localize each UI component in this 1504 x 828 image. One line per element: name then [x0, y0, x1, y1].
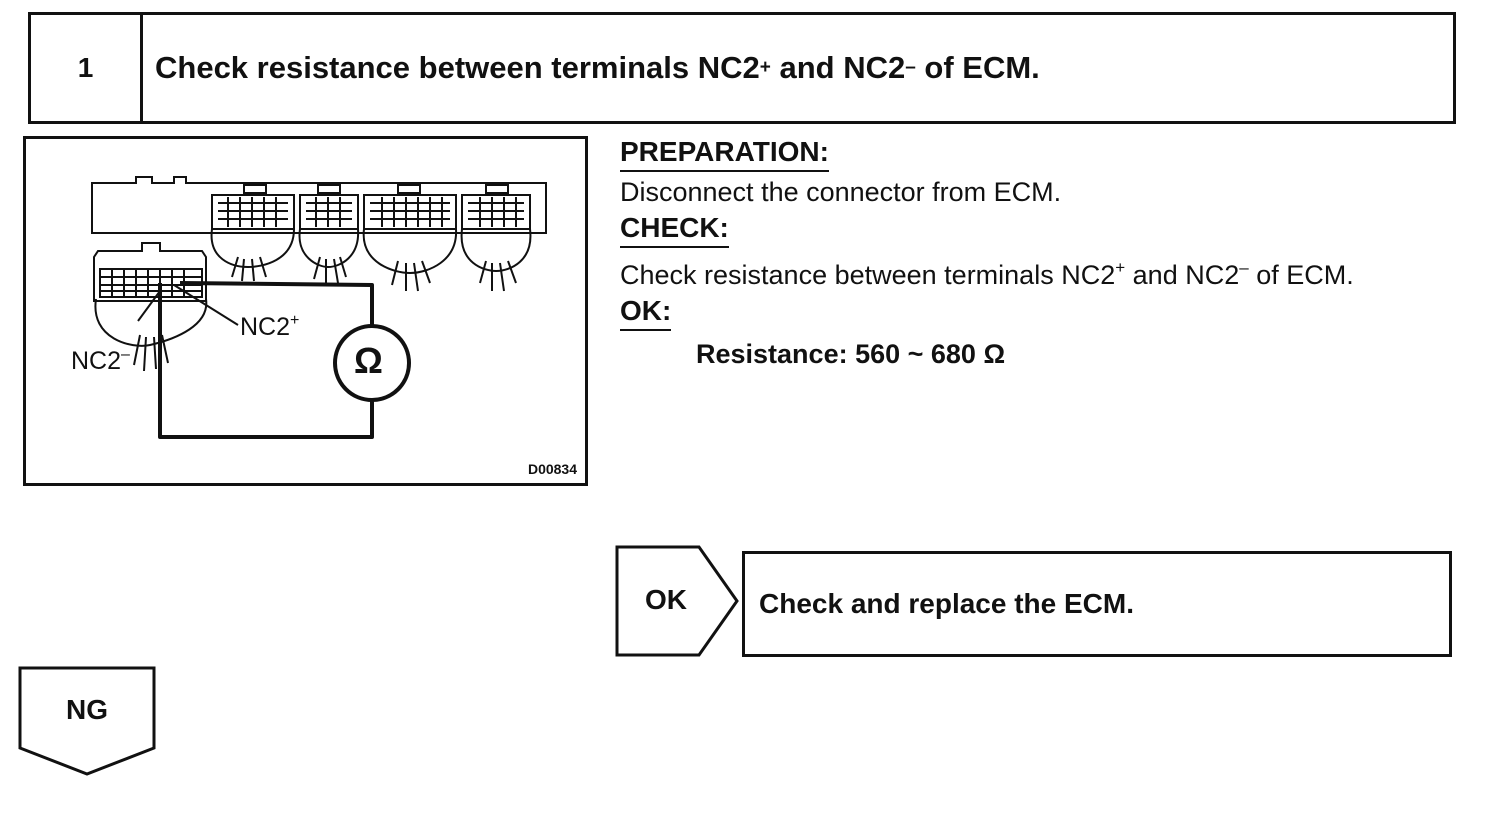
- label-nc2-minus-text: NC2: [71, 347, 122, 375]
- check-sup-plus: +: [1115, 258, 1126, 277]
- ng-flag-label: NG: [66, 694, 108, 725]
- check-text-3: of ECM.: [1248, 260, 1354, 290]
- step-title-sup-minus: –: [905, 57, 916, 78]
- ok-flag: OK: [615, 545, 741, 662]
- ecm-connector-diagram: NC2+ NC2– Ω D00834: [23, 136, 588, 486]
- ok-flag-label: OK: [645, 584, 687, 615]
- ok-arrow-shape: [615, 545, 739, 657]
- ok-action: Check and replace the ECM.: [742, 551, 1452, 657]
- step-title-text-3: of ECM.: [915, 50, 1040, 85]
- label-nc2-plus-sup: +: [290, 312, 300, 329]
- preparation-text: Disconnect the connector from ECM.: [620, 177, 1062, 207]
- ohm-symbol: Ω: [354, 340, 383, 381]
- check-sup-minus: –: [1239, 258, 1249, 277]
- label-nc2-plus: NC2+: [240, 313, 299, 340]
- preparation-heading: PREPARATION:: [620, 136, 829, 172]
- label-nc2-minus: NC2–: [71, 347, 130, 374]
- step-header: 1 Check resistance between terminals NC2…: [28, 12, 1456, 124]
- step-title: Check resistance between terminals NC2+ …: [155, 15, 1040, 121]
- step-title-text-2: and NC2: [770, 50, 906, 85]
- ecm-connector-illustration: [91, 176, 547, 439]
- ng-arrow-shape: [18, 666, 156, 776]
- label-nc2-minus-sup: –: [121, 346, 130, 363]
- step-title-text-1: Check resistance between terminals NC2: [155, 50, 760, 85]
- ok-heading: OK:: [620, 295, 672, 331]
- check-text-1: Check resistance between terminals NC2: [620, 260, 1116, 290]
- label-nc2-plus-text: NC2: [240, 313, 291, 341]
- step-number: 1: [31, 15, 143, 121]
- instructions: PREPARATION: Disconnect the connector fr…: [620, 136, 1480, 371]
- check-text: Check resistance between terminals NC2+ …: [620, 250, 1480, 293]
- step-title-sup-plus: +: [759, 57, 771, 78]
- resistance-spec: Resistance: 560 ~ 680 Ω: [696, 339, 1006, 369]
- ng-flag: NG: [18, 666, 158, 783]
- check-text-2: and NC2: [1125, 260, 1240, 290]
- check-heading: CHECK:: [620, 212, 729, 248]
- figure-id: D00834: [527, 461, 577, 477]
